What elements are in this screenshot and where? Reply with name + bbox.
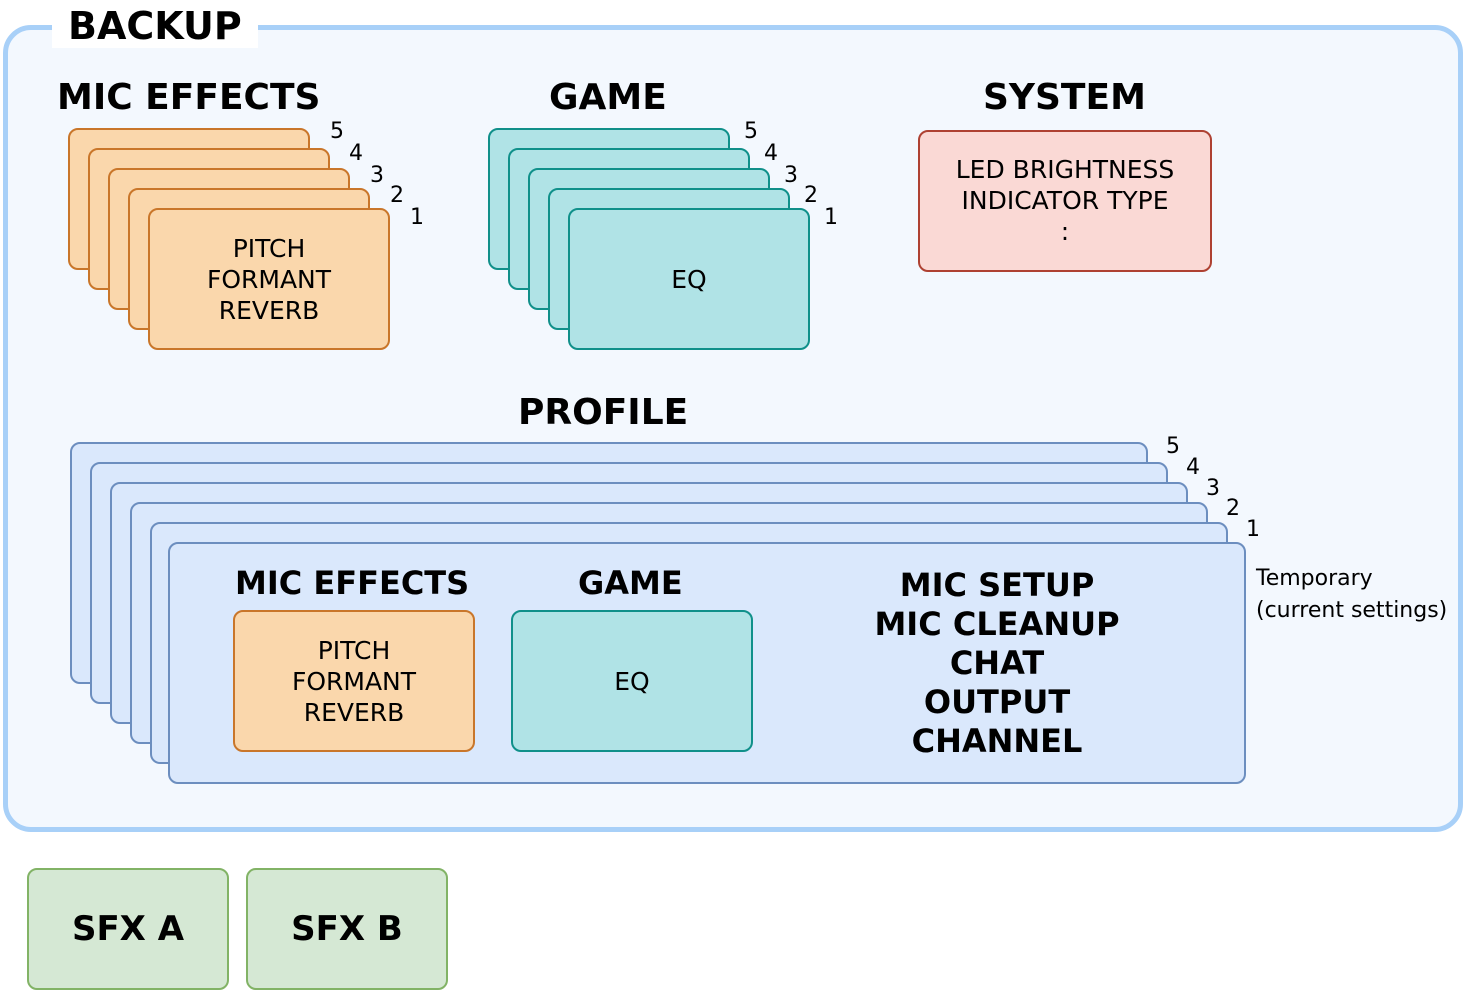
system-item: : bbox=[1060, 217, 1070, 246]
profile-mic-effects-card: PITCH FORMANT REVERB bbox=[233, 610, 475, 752]
profile-game-heading: GAME bbox=[578, 564, 683, 602]
profile-slot-number: 3 bbox=[1206, 476, 1220, 501]
mic-effects-slot-number: 1 bbox=[410, 205, 424, 230]
profile-mic-effects-heading: MIC EFFECTS bbox=[235, 564, 470, 602]
mic-effects-slot-number: 5 bbox=[330, 119, 344, 144]
profile-game-card: EQ bbox=[511, 610, 753, 752]
mic-effects-item: FORMANT bbox=[206, 264, 332, 294]
profile-setting-item: MIC SETUP bbox=[899, 566, 1095, 604]
profile-setting-item: OUTPUT bbox=[923, 683, 1071, 721]
profile-setting-item: CHANNEL bbox=[911, 722, 1083, 760]
temporary-note-line: Temporary bbox=[1256, 566, 1373, 591]
game-slot-number: 2 bbox=[804, 183, 818, 208]
profile-slot-number: 5 bbox=[1166, 434, 1180, 459]
game-slot-number: 1 bbox=[824, 205, 838, 230]
profile-mic-effects-item: PITCH bbox=[317, 635, 391, 665]
profile-game-item: EQ bbox=[614, 666, 650, 696]
game-item: EQ bbox=[671, 264, 707, 294]
sfx-a-box: SFX A bbox=[27, 868, 229, 990]
game-slot-1-card: EQ bbox=[568, 208, 810, 350]
backup-title: BACKUP bbox=[52, 4, 258, 48]
mic-effects-slot-number: 4 bbox=[349, 141, 363, 166]
game-slot-number: 4 bbox=[764, 141, 778, 166]
system-heading: SYSTEM bbox=[983, 77, 1146, 118]
mic-effects-slot-number: 2 bbox=[390, 183, 404, 208]
mic-effects-item: PITCH bbox=[232, 233, 306, 263]
mic-effects-item: REVERB bbox=[218, 295, 320, 325]
profile-heading: PROFILE bbox=[518, 392, 689, 433]
game-slot-number: 3 bbox=[784, 163, 798, 188]
profile-mic-effects-item: FORMANT bbox=[291, 666, 417, 696]
system-item: LED BRIGHTNESS bbox=[955, 155, 1175, 184]
profile-settings-list: MIC SETUP MIC CLEANUP CHAT OUTPUT CHANNE… bbox=[847, 566, 1147, 761]
profile-setting-item: CHAT bbox=[949, 644, 1045, 682]
system-item: INDICATOR TYPE bbox=[961, 186, 1169, 215]
profile-setting-item: MIC CLEANUP bbox=[874, 605, 1120, 643]
game-heading: GAME bbox=[549, 77, 667, 118]
game-slot-number: 5 bbox=[744, 119, 758, 144]
profile-slot-number: 2 bbox=[1226, 496, 1240, 521]
mic-effects-heading: MIC EFFECTS bbox=[57, 77, 321, 118]
sfx-b-box: SFX B bbox=[246, 868, 448, 990]
profile-mic-effects-item: REVERB bbox=[303, 697, 405, 727]
temporary-note: Temporary (current settings) bbox=[1256, 563, 1447, 627]
profile-slot-number: 4 bbox=[1186, 455, 1200, 480]
mic-effects-slot-number: 3 bbox=[370, 163, 384, 188]
mic-effects-slot-1-card: PITCH FORMANT REVERB bbox=[148, 208, 390, 350]
profile-slot-number: 1 bbox=[1246, 517, 1260, 542]
system-card: LED BRIGHTNESS INDICATOR TYPE : bbox=[918, 130, 1212, 272]
temporary-note-line: (current settings) bbox=[1256, 598, 1448, 623]
